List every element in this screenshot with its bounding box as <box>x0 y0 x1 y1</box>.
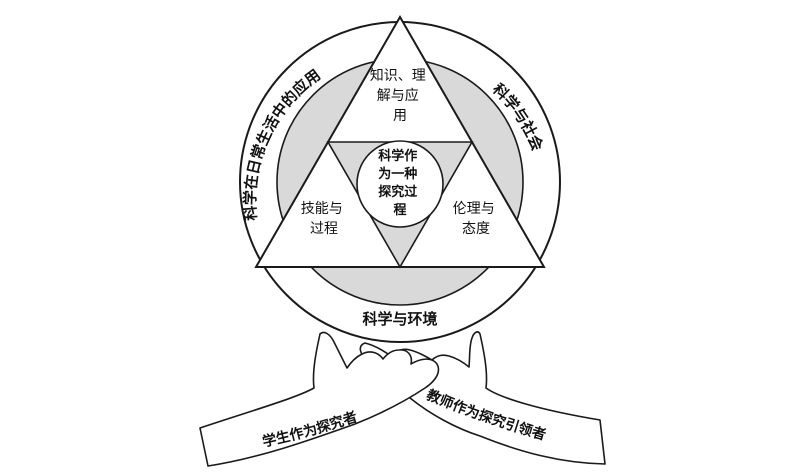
left-section-text: 技能与 过程 <box>301 201 347 237</box>
left-hand <box>199 331 440 467</box>
left-section-line-2: 过程 <box>310 221 338 237</box>
bottom-ring-label: 科学与环境 <box>362 310 437 328</box>
left-section-line-1: 技能与 <box>301 201 343 217</box>
center-line-3: 探究过 <box>378 184 417 200</box>
right-section-line-2: 态度 <box>462 221 490 237</box>
top-section-text: 知识、理 解与应 用 <box>370 67 430 124</box>
right-section-text: 伦理与 态度 <box>453 201 499 237</box>
right-section-line-1: 伦理与 <box>453 201 495 217</box>
center-line-1: 科学作 <box>378 148 417 164</box>
top-section-line-2: 解与应 <box>377 87 419 104</box>
top-section-line-1: 知识、理 <box>370 67 426 84</box>
top-section-line-3: 用 <box>393 108 407 124</box>
center-circle <box>356 140 444 228</box>
center-circle-text: 科学作 为一种 探究过 程 <box>378 148 422 218</box>
center-line-2: 为一种 <box>378 166 417 182</box>
center-line-4: 程 <box>393 203 406 218</box>
